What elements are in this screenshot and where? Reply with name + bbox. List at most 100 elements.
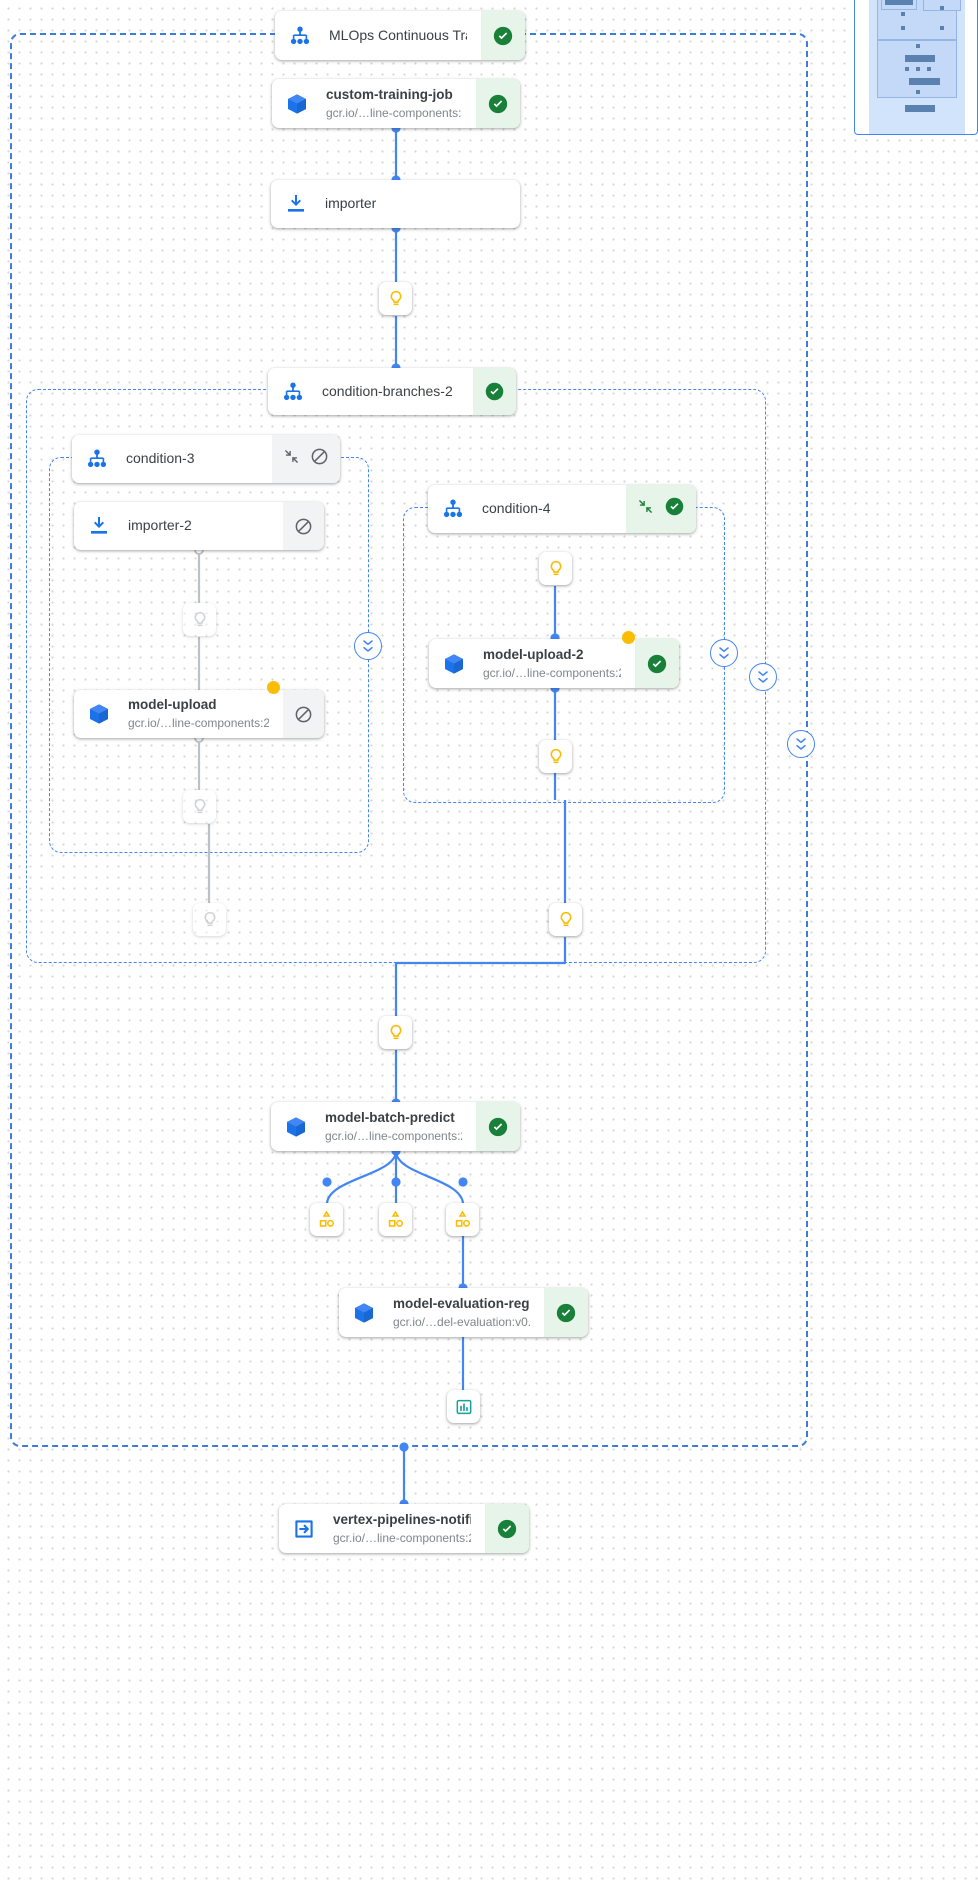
node-importer-2[interactable]: importer-2 (74, 502, 324, 550)
node-subtitle: gcr.io/…line-components:2.6.0 (333, 1530, 471, 1545)
node-model-batch-predict[interactable]: model-batch-predict gcr.io/…line-compone… (271, 1102, 520, 1151)
node-body[interactable]: model-upload gcr.io/…line-components:2.6… (74, 690, 283, 738)
node-body[interactable]: MLOps Continuous Traini… (275, 11, 481, 60)
graph-minimap[interactable] (854, 0, 978, 135)
import-icon (86, 513, 112, 539)
node-title: importer-2 (128, 517, 192, 533)
toggle-condition-4[interactable] (710, 639, 738, 667)
toggle-condition-branches-2[interactable] (749, 663, 777, 691)
artifact-a-cond4-out[interactable] (549, 903, 582, 936)
artifact-a-cond4-in[interactable] (539, 552, 572, 585)
status-badge-success (481, 11, 525, 60)
minimap-bar (905, 105, 935, 112)
node-title: custom-training-job (326, 86, 453, 102)
node-controls[interactable] (626, 485, 696, 533)
minimap-square (940, 6, 944, 10)
collapse-inward-icon[interactable] (283, 448, 300, 470)
minimap-square (916, 90, 920, 94)
artifact-a-bp-out-3[interactable] (446, 1203, 479, 1236)
status-badge-success (635, 639, 679, 688)
node-title: importer (325, 195, 377, 211)
toggle-root-dag[interactable] (787, 730, 815, 758)
node-condition-3[interactable]: condition-3 (72, 435, 340, 483)
node-body[interactable]: model-upload-2 gcr.io/…line-components:2… (429, 639, 635, 688)
node-body[interactable]: importer-2 (74, 502, 283, 550)
group-root-dag (10, 33, 808, 1447)
node-custom-training-job[interactable]: custom-training-job gcr.io/…line-compone… (272, 79, 520, 128)
dag-icon (440, 496, 466, 522)
minimap-bar (909, 78, 940, 85)
node-body[interactable]: condition-branches-2 (268, 368, 473, 415)
node-title: condition-4 (482, 500, 551, 516)
dag-icon (287, 23, 313, 49)
node-body[interactable]: model-batch-predict gcr.io/…line-compone… (271, 1102, 476, 1151)
status-badge-success (476, 79, 520, 128)
node-body[interactable]: condition-4 (428, 485, 626, 533)
node-controls[interactable] (272, 435, 340, 483)
artifact-output-dot-model-upload-2[interactable] (622, 631, 635, 644)
artifact-a-mu-out[interactable] (183, 790, 216, 823)
status-badge-skipped (283, 690, 324, 738)
node-text: importer (325, 195, 376, 213)
minimap-square (901, 26, 905, 30)
node-title: MLOps Continuous Traini… (329, 26, 467, 43)
artifact-a-cond3-out[interactable] (193, 903, 226, 936)
artifact-a-importer2-out[interactable] (183, 603, 216, 636)
collapse-inward-icon[interactable] (637, 498, 654, 520)
minimap-bar (885, 0, 913, 5)
node-subtitle: gcr.io/…line-components:2.6.0 (325, 1128, 462, 1143)
node-condition-branches-2[interactable]: condition-branches-2 (268, 368, 516, 415)
node-text: vertex-pipelines-notificat… gcr.io/…line… (333, 1511, 471, 1547)
container-icon (351, 1300, 377, 1326)
minimap-box (923, 0, 961, 11)
dag-icon (280, 379, 306, 405)
status-badge-success (485, 1504, 529, 1553)
node-model-upload-2[interactable]: model-upload-2 gcr.io/…line-components:2… (429, 639, 679, 688)
node-title: condition-3 (126, 450, 195, 466)
artifact-a-bp-out-1[interactable] (310, 1203, 343, 1236)
artifact-a-bp-out-2[interactable] (379, 1203, 412, 1236)
dag-icon (84, 446, 110, 472)
node-text: condition-3 (126, 450, 195, 468)
artifact-a-mu2-out[interactable] (539, 740, 572, 773)
artifact-a-metrics[interactable] (447, 1390, 480, 1423)
node-model-evaluation-regression[interactable]: model-evaluation-regres… gcr.io/…del-eva… (339, 1288, 588, 1337)
minimap-square (927, 67, 931, 71)
node-model-upload[interactable]: model-upload gcr.io/…line-components:2.6… (74, 690, 324, 738)
node-importer[interactable]: importer (271, 180, 520, 228)
node-text: model-upload-2 gcr.io/…line-components:2… (483, 646, 621, 682)
container-icon (86, 701, 112, 727)
node-vertex-pipelines-notification[interactable]: vertex-pipelines-notificat… gcr.io/…line… (279, 1504, 529, 1553)
artifact-a-importer-out[interactable] (379, 282, 412, 315)
node-mlops-continuous-training[interactable]: MLOps Continuous Traini… (275, 11, 525, 60)
node-subtitle: gcr.io/…line-components:2.6.0 (326, 105, 462, 120)
artifact-a-branch-out[interactable] (379, 1016, 412, 1049)
node-title: condition-branches-2 (322, 382, 453, 399)
minimap-square (940, 26, 944, 30)
artifact-output-dot-model-upload[interactable] (267, 681, 280, 694)
node-title: model-upload (128, 697, 217, 712)
node-body[interactable]: vertex-pipelines-notificat… gcr.io/…line… (279, 1504, 485, 1553)
node-text: MLOps Continuous Traini… (329, 27, 467, 45)
node-text: model-upload gcr.io/…line-components:2.6… (128, 696, 269, 732)
minimap-square (916, 44, 920, 48)
toggle-condition-3[interactable] (354, 632, 382, 660)
node-body[interactable]: model-evaluation-regres… gcr.io/…del-eva… (339, 1288, 544, 1337)
node-condition-4[interactable]: condition-4 (428, 485, 696, 533)
container-icon (441, 651, 467, 677)
node-body[interactable]: importer (271, 180, 520, 228)
status-badge-success (476, 1102, 520, 1151)
node-title: vertex-pipelines-notificat… (333, 1511, 471, 1527)
node-text: condition-4 (482, 500, 551, 518)
node-subtitle: gcr.io/…line-components:2.6.0 (483, 665, 621, 680)
minimap-square (901, 12, 905, 16)
status-badge-success (544, 1288, 588, 1337)
node-subtitle: gcr.io/…line-components:2.6.0 (128, 716, 269, 730)
status-badge-skipped (283, 502, 324, 550)
minimap-box (881, 0, 917, 10)
node-text: custom-training-job gcr.io/…line-compone… (326, 86, 462, 122)
node-body[interactable]: condition-3 (72, 435, 272, 483)
node-body[interactable]: custom-training-job gcr.io/…line-compone… (272, 79, 476, 128)
minimap-square (905, 67, 909, 71)
